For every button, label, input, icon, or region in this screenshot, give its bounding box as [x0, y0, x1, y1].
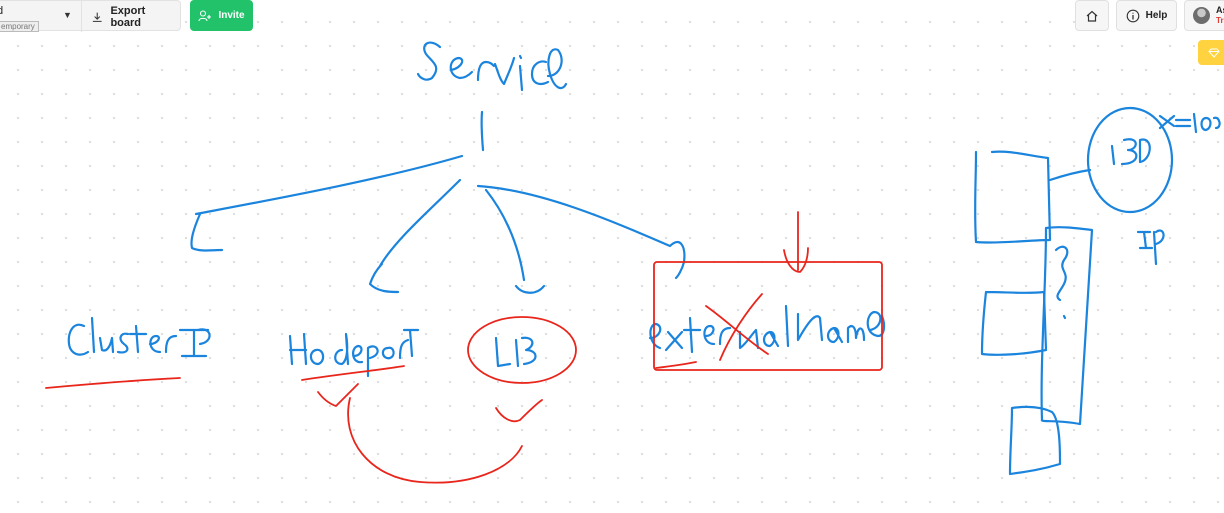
externalname-underline — [655, 361, 697, 369]
export-board-button[interactable]: Export board — [81, 1, 180, 32]
info-icon — [1126, 9, 1140, 22]
branch-to-lb — [484, 188, 546, 294]
handwritten-clusterip-text — [67, 316, 211, 358]
upgrade-button[interactable] — [1198, 40, 1224, 65]
board-title[interactable]: d — [0, 5, 4, 17]
externalname-cross — [705, 293, 769, 361]
board-title-box[interactable]: d emporary ▼ Export board — [0, 0, 181, 32]
nodeport-underline — [301, 365, 405, 381]
add-user-icon — [198, 9, 212, 21]
home-icon — [1086, 10, 1098, 22]
lb-circle — [467, 316, 577, 384]
handwritten-nodeport-text — [288, 328, 420, 378]
handwritten-lb-text — [494, 336, 537, 368]
user-initials: As — [1216, 5, 1224, 15]
externalname-arrow — [783, 211, 809, 273]
home-button[interactable] — [1075, 0, 1109, 31]
nodeport-to-lb-arrow — [347, 397, 523, 484]
user-menu[interactable]: As Tri — [1184, 0, 1224, 31]
tree-trunk-line — [480, 110, 485, 152]
chevron-down-icon[interactable]: ▼ — [63, 10, 72, 20]
nodeport-check-mark — [317, 383, 359, 407]
help-label: Help — [1145, 10, 1168, 21]
handwritten-externalname-text — [648, 304, 886, 354]
trial-status: Tri — [1216, 16, 1224, 25]
help-button[interactable]: Help — [1116, 0, 1177, 31]
export-board-label: Export board — [110, 4, 146, 29]
invite-button[interactable]: Invite — [190, 0, 253, 31]
diamond-icon — [1208, 48, 1220, 58]
branch-to-clusterip — [190, 154, 464, 252]
temporary-badge: emporary — [0, 21, 39, 32]
avatar[interactable] — [1193, 7, 1210, 24]
externalname-box — [653, 261, 883, 371]
download-icon — [92, 12, 102, 22]
lb-check-mark — [495, 399, 543, 423]
clusterip-underline — [45, 377, 181, 389]
branch-to-nodeport — [368, 178, 462, 294]
invite-label: Invite — [218, 10, 245, 21]
handwritten-service-text — [416, 41, 568, 92]
scaling-diagram — [974, 106, 1221, 476]
branch-to-externalname — [476, 184, 686, 280]
